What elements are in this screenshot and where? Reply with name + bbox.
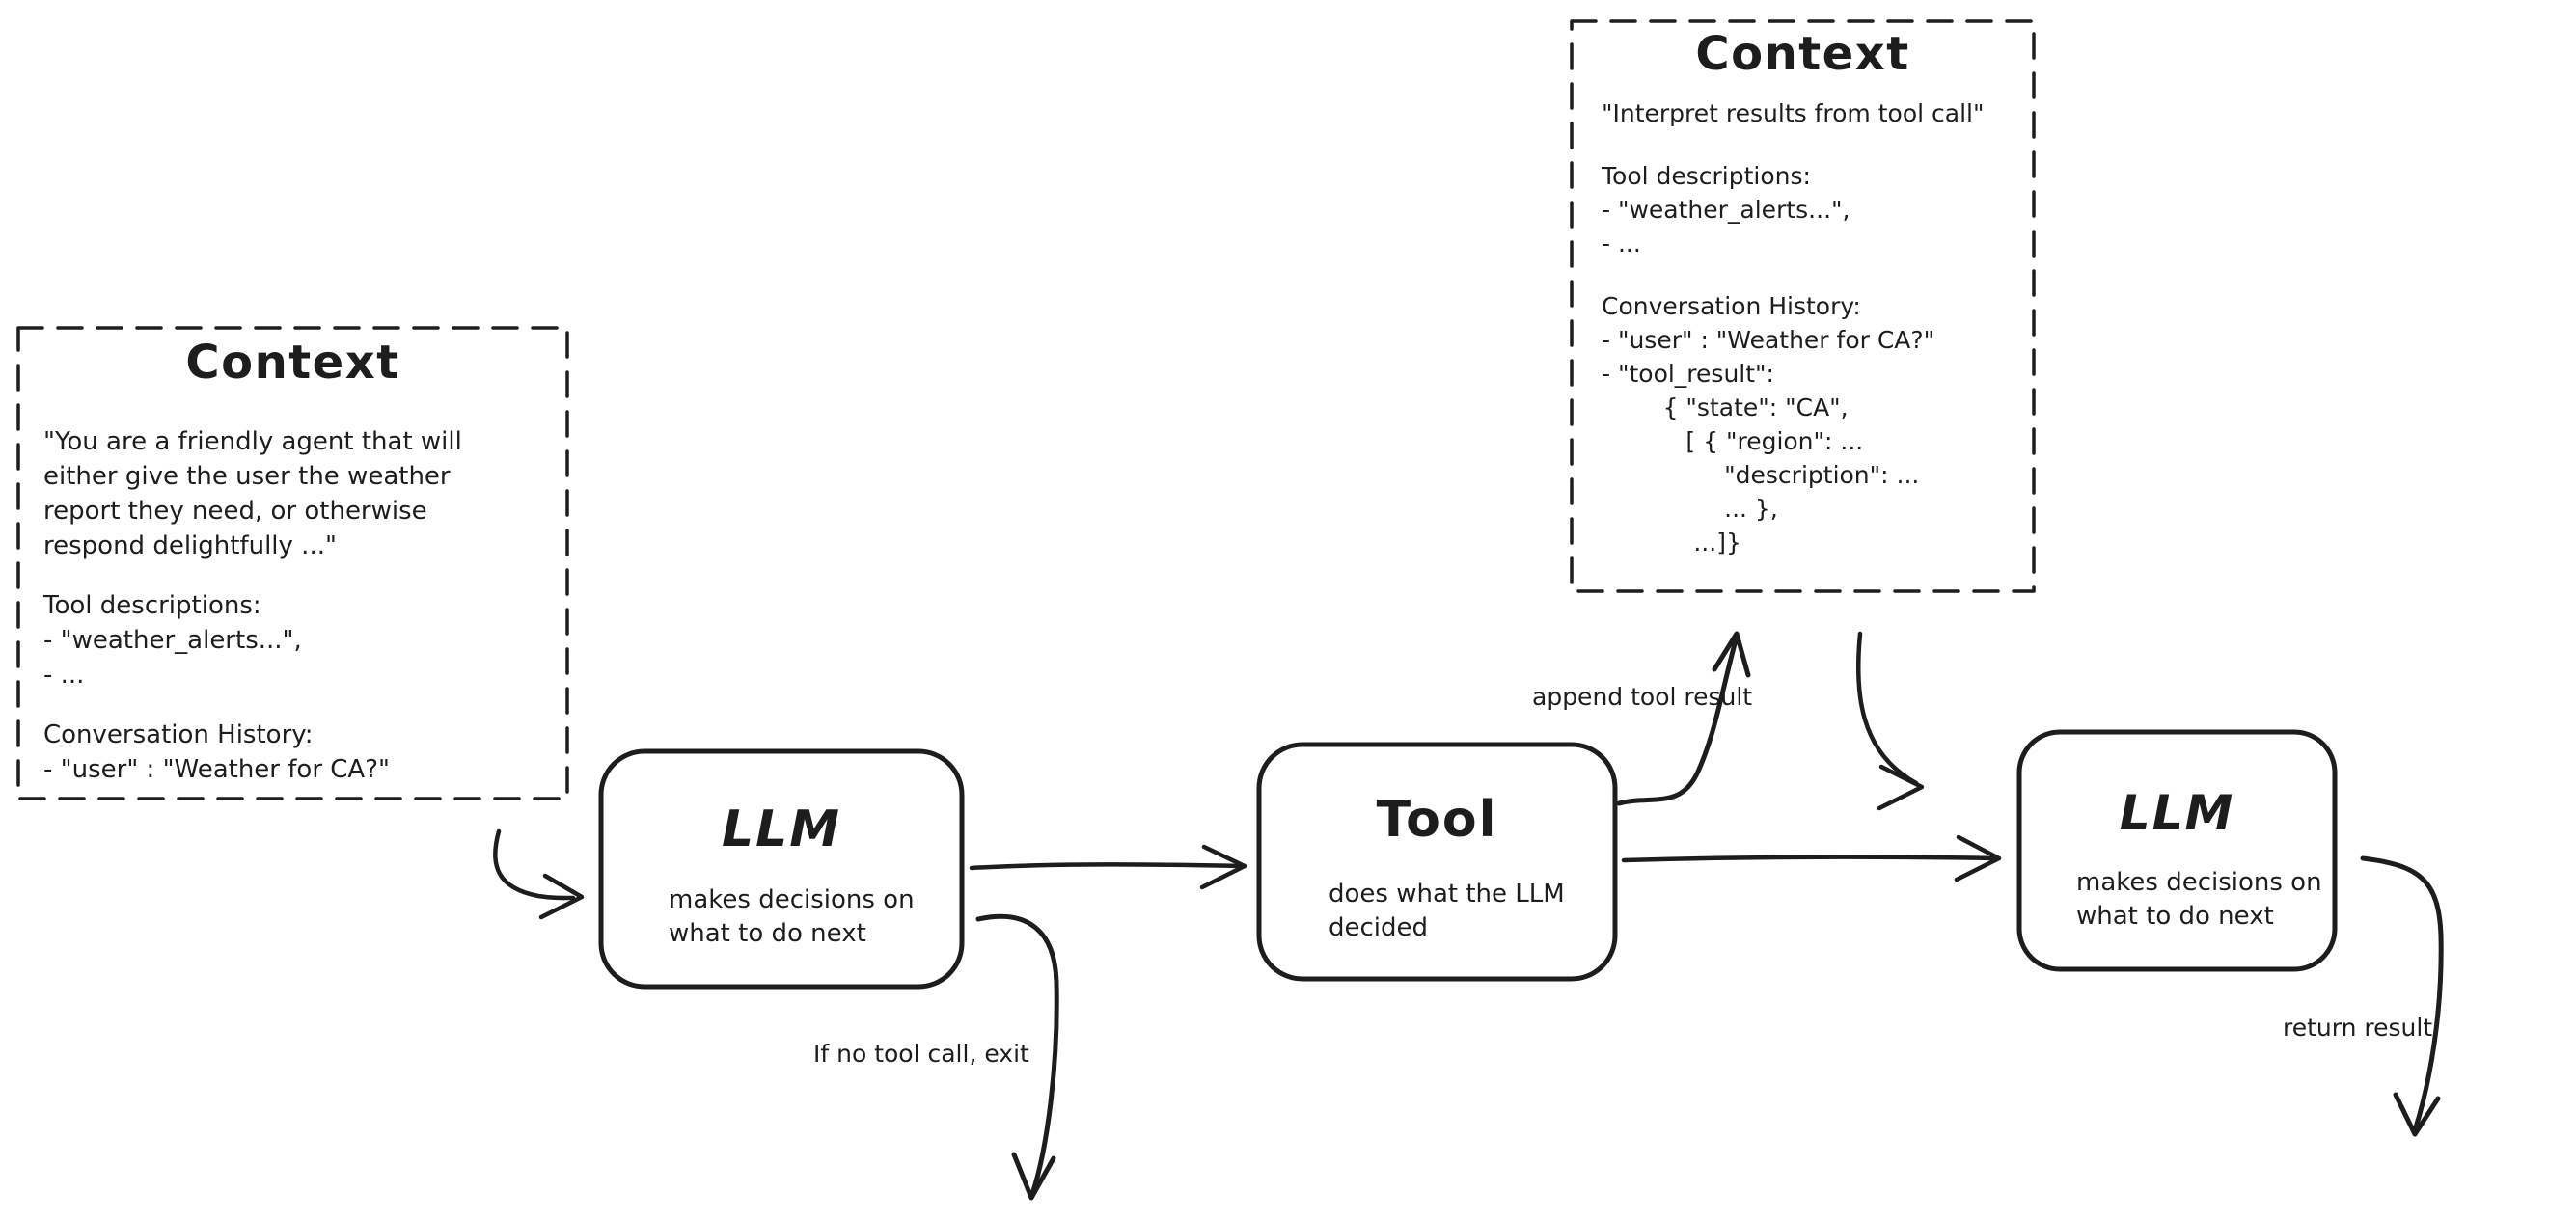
- context-line: "Interpret results from tool call": [1602, 99, 1985, 127]
- context-line: - "weather_alerts...",: [43, 626, 302, 655]
- arrow-llm-2-return: [2360, 855, 2444, 1133]
- context-left-body: "You are a friendly agent that will eith…: [43, 424, 555, 787]
- label-if-no-tool-call-exit: If no tool call, exit: [813, 1040, 1029, 1068]
- llm-1-box: [598, 748, 965, 990]
- context-left-border: [16, 326, 569, 800]
- arrowhead-tool-to-context-right: [1712, 631, 1751, 678]
- context-line: [43, 563, 555, 588]
- arrow-llm-1-exit: [975, 913, 1059, 1197]
- tool-box: [1256, 742, 1618, 982]
- context-line: report they need, or otherwise: [43, 497, 427, 526]
- arrow-context-right-to-llm-2: [1855, 631, 1919, 786]
- tool-title: Tool: [1376, 791, 1498, 849]
- context-line: - "tool_result":: [1602, 360, 1774, 388]
- arrow-llm-1-to-tool: [969, 862, 1243, 871]
- context-line: respond delightfully ...": [43, 531, 337, 560]
- context-line: - ...: [43, 661, 85, 690]
- context-line: - ...: [1602, 230, 1641, 258]
- context-line: Tool descriptions:: [1602, 162, 1811, 190]
- context-left-title: Context: [185, 336, 400, 390]
- arrow-tool-to-llm-2: [1621, 855, 1998, 863]
- context-line: [43, 692, 555, 718]
- llm-2-title: LLM: [2119, 785, 2235, 841]
- arrowhead-context-right-to-llm-2: [1877, 764, 1925, 811]
- arrowhead-tool-to-llm-2: [1954, 834, 2002, 882]
- arrowhead-context-left-to-llm-1: [538, 873, 585, 920]
- context-line: [1602, 260, 2016, 289]
- tool-subtitle: does what the LLM decided: [1329, 880, 1565, 942]
- llm-2-box: [2016, 729, 2338, 972]
- context-line: - "user" : "Weather for CA?": [43, 755, 390, 784]
- context-line: { "state": "CA",: [1602, 393, 1849, 421]
- label-return-result: return result: [2283, 1014, 2433, 1042]
- context-right-border: [1570, 19, 2036, 593]
- context-right-body: "Interpret results from tool call" Tool …: [1602, 96, 2016, 559]
- context-line: ... },: [1602, 495, 1778, 523]
- arrow-context-left-to-llm-1: [493, 828, 576, 901]
- arrowhead-llm-1-to-tool: [1199, 844, 1247, 890]
- llm-1-title: LLM: [721, 800, 841, 858]
- context-line: [1602, 130, 2016, 159]
- context-line: ...]}: [1602, 529, 1741, 556]
- context-line: "You are a friendly agent that will: [43, 427, 462, 456]
- context-line: either give the user the weather: [43, 462, 451, 491]
- context-line: Tool descriptions:: [43, 591, 261, 620]
- context-line: Conversation History:: [43, 720, 314, 749]
- context-line: [ { "region": ...: [1602, 427, 1864, 455]
- context-line: Conversation History:: [1602, 292, 1861, 320]
- llm-1-subtitle: makes decisions on what to do next: [669, 885, 915, 948]
- context-line: - "user" : "Weather for CA?": [1602, 326, 1935, 354]
- label-append-tool-result: append tool result: [1532, 683, 1753, 711]
- context-right-title: Context: [1695, 27, 1910, 81]
- arrowhead-llm-1-exit: [1011, 1152, 1056, 1201]
- context-line: "description": ...: [1602, 461, 1920, 489]
- arrowhead-llm-2-return: [2393, 1092, 2441, 1137]
- context-line: - "weather_alerts...",: [1602, 196, 1850, 224]
- arrow-tool-to-context-right: [1616, 634, 1740, 806]
- llm-2-subtitle: makes decisions on what to do next: [2076, 868, 2322, 931]
